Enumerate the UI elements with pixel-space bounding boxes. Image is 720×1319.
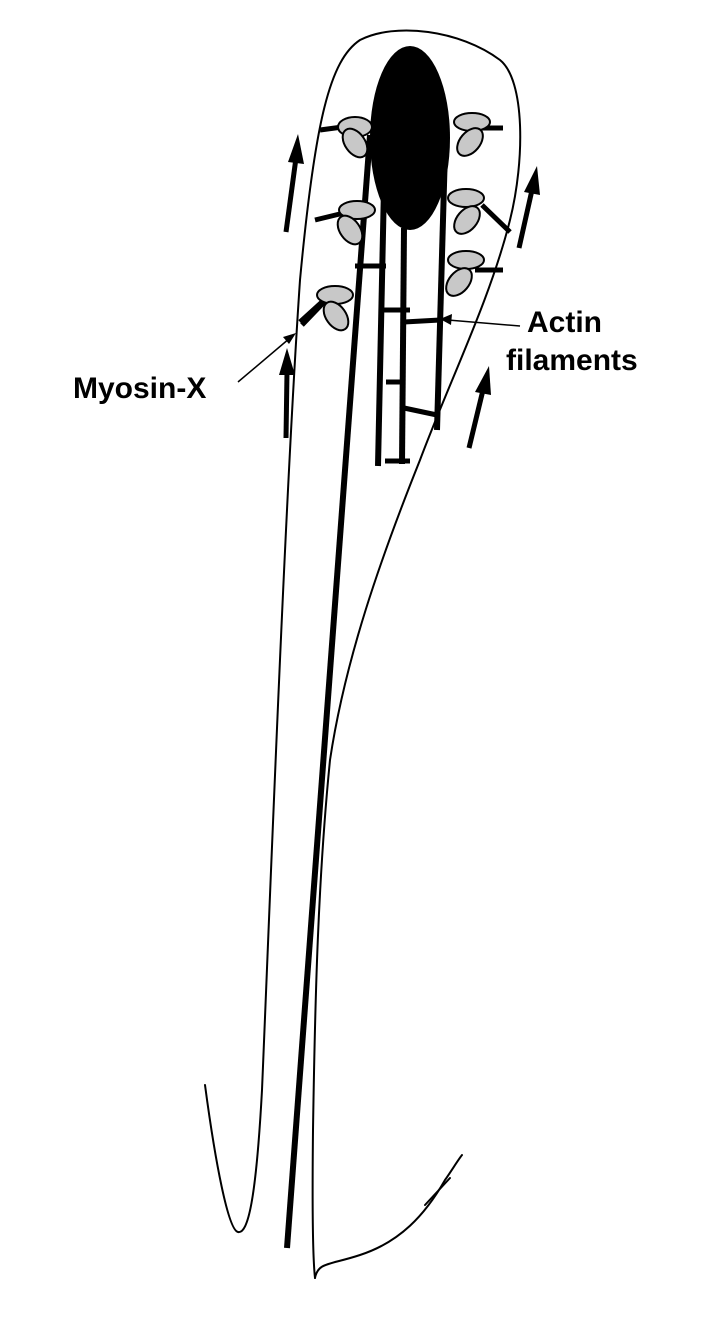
myosin-motor — [300, 286, 353, 335]
membrane-base-tick — [425, 1178, 450, 1205]
actin-label-line1: Actin — [527, 306, 602, 339]
crosslink — [404, 320, 440, 322]
myosin-motor — [448, 189, 510, 239]
crosslink — [404, 408, 437, 415]
motion-arrow — [286, 134, 304, 232]
motion-arrow — [469, 366, 491, 448]
motion-arrow — [519, 166, 540, 248]
myosin-leader-line — [238, 338, 290, 382]
myosin-motor — [320, 117, 372, 162]
actin-label-line2: filaments — [506, 344, 638, 377]
myosin-x-label: Myosin-X — [73, 372, 206, 405]
membrane-base-curve — [315, 1155, 462, 1278]
actin-filament-3 — [402, 228, 404, 464]
actin-leader-line — [448, 320, 520, 326]
myosin-motor — [452, 113, 503, 161]
